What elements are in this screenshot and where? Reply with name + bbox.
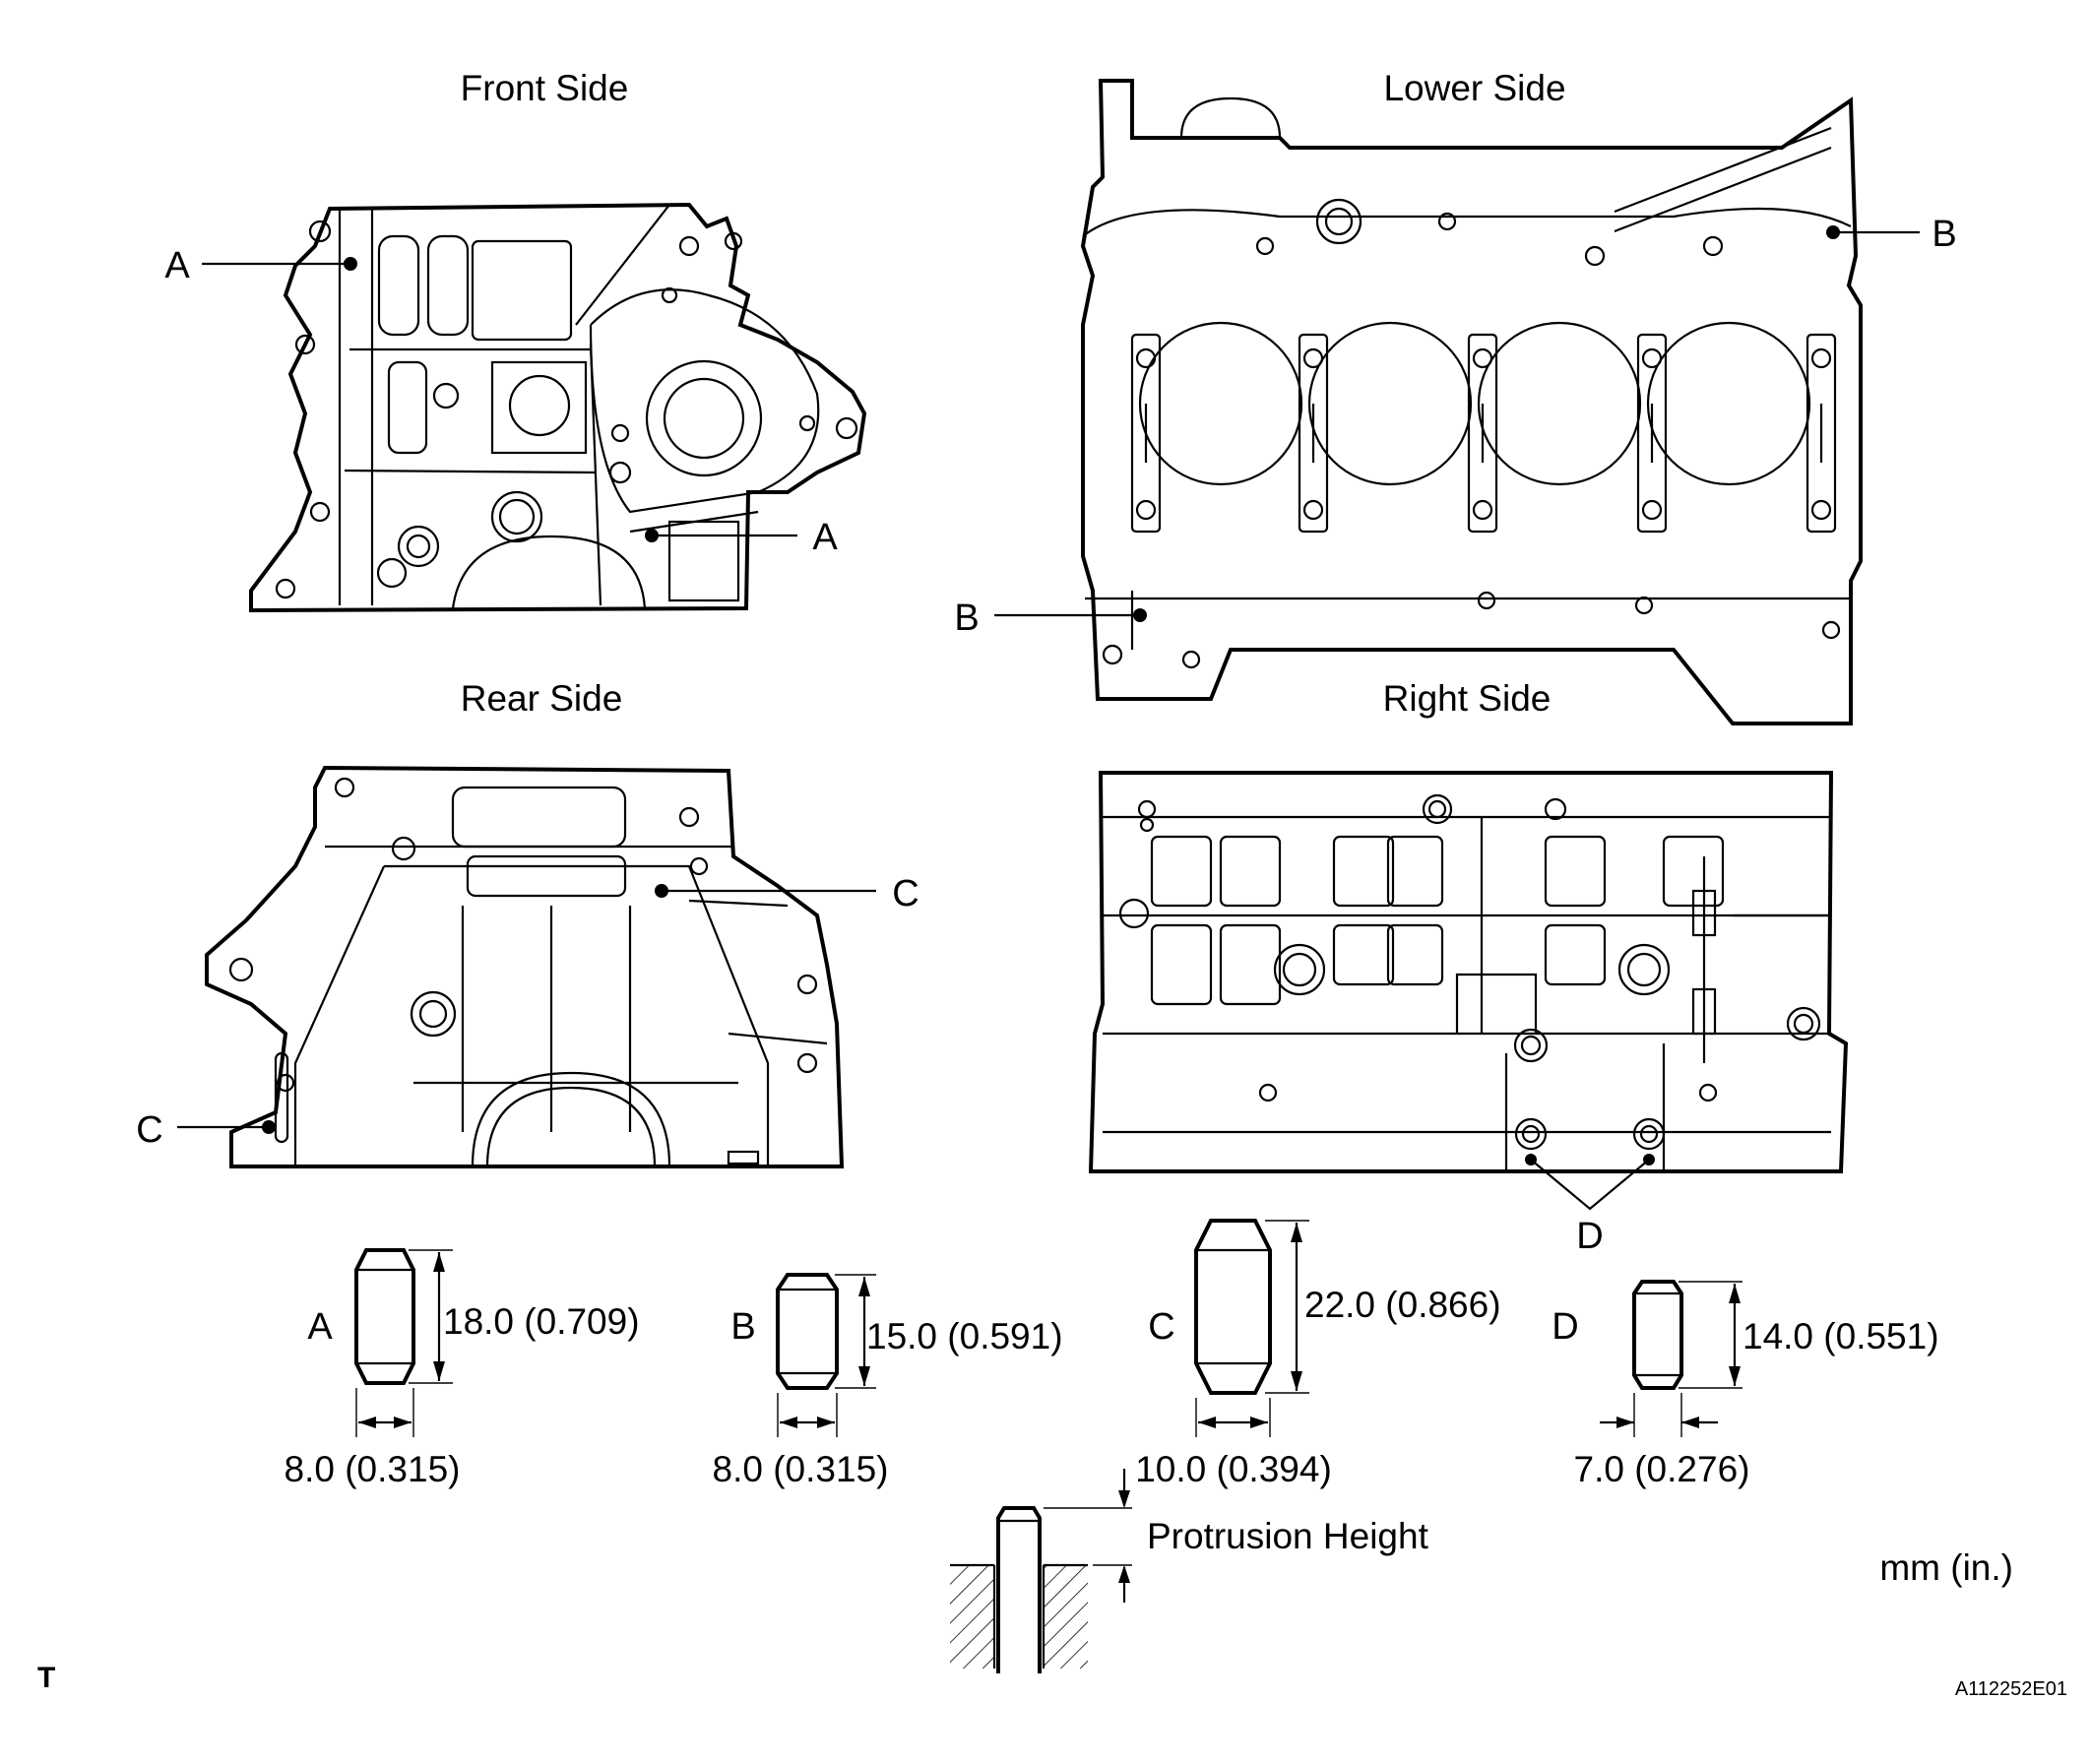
front-side-block-drawing (249, 202, 867, 613)
pin-d-diameter: 7.0 (0.276) (1574, 1449, 1750, 1489)
pin-b-letter: B (730, 1306, 755, 1348)
pin-d-length: 14.0 (0.551) (1742, 1316, 1939, 1356)
right-side-title: Right Side (1383, 678, 1552, 719)
callout-a-front-upper: A (164, 245, 190, 286)
pin-c-letter: C (1148, 1306, 1174, 1348)
right-side-block-drawing (1088, 771, 1849, 1173)
pin-c-diameter: 10.0 (0.394) (1135, 1449, 1332, 1489)
callout-c-rear-lower: C (136, 1109, 162, 1151)
corner-mark: T (37, 1662, 55, 1694)
units-label: mm (in.) (1879, 1547, 2013, 1588)
callout-b-lower-left: B (954, 598, 979, 639)
callout-b-lower-right: B (1932, 214, 1956, 255)
pin-a-diameter: 8.0 (0.315) (285, 1449, 461, 1489)
pin-c-dimension-drawing (1194, 1219, 1309, 1437)
rear-side-block-drawing (205, 765, 845, 1168)
pin-b-length: 15.0 (0.591) (866, 1316, 1063, 1356)
lower-side-block-drawing (1080, 79, 1863, 725)
pin-a-dimension-drawing (354, 1248, 453, 1437)
pin-b-dimension-drawing (776, 1273, 876, 1437)
callout-c-rear-upper: C (892, 873, 919, 914)
protrusion-height-label: Protrusion Height (1147, 1516, 1429, 1556)
pin-c-length: 22.0 (0.866) (1304, 1285, 1501, 1325)
front-side-title: Front Side (461, 68, 629, 108)
callout-a-front-lower: A (812, 517, 838, 558)
pin-d-location-right-1 (1514, 1117, 1548, 1151)
figure-id: A112252E01 (1955, 1678, 2067, 1700)
pin-b-diameter: 8.0 (0.315) (713, 1449, 889, 1489)
callout-d-right: D (1576, 1216, 1603, 1257)
pin-a-length: 18.0 (0.709) (443, 1301, 640, 1342)
pin-d-letter: D (1552, 1306, 1578, 1348)
protrusion-height-drawing (950, 1469, 1132, 1673)
lower-side-title: Lower Side (1383, 68, 1565, 108)
pin-a-letter: A (307, 1306, 333, 1348)
pin-d-dimension-drawing (1600, 1280, 1742, 1437)
pin-d-location-right-2 (1632, 1117, 1666, 1151)
rear-side-title: Rear Side (461, 678, 623, 719)
